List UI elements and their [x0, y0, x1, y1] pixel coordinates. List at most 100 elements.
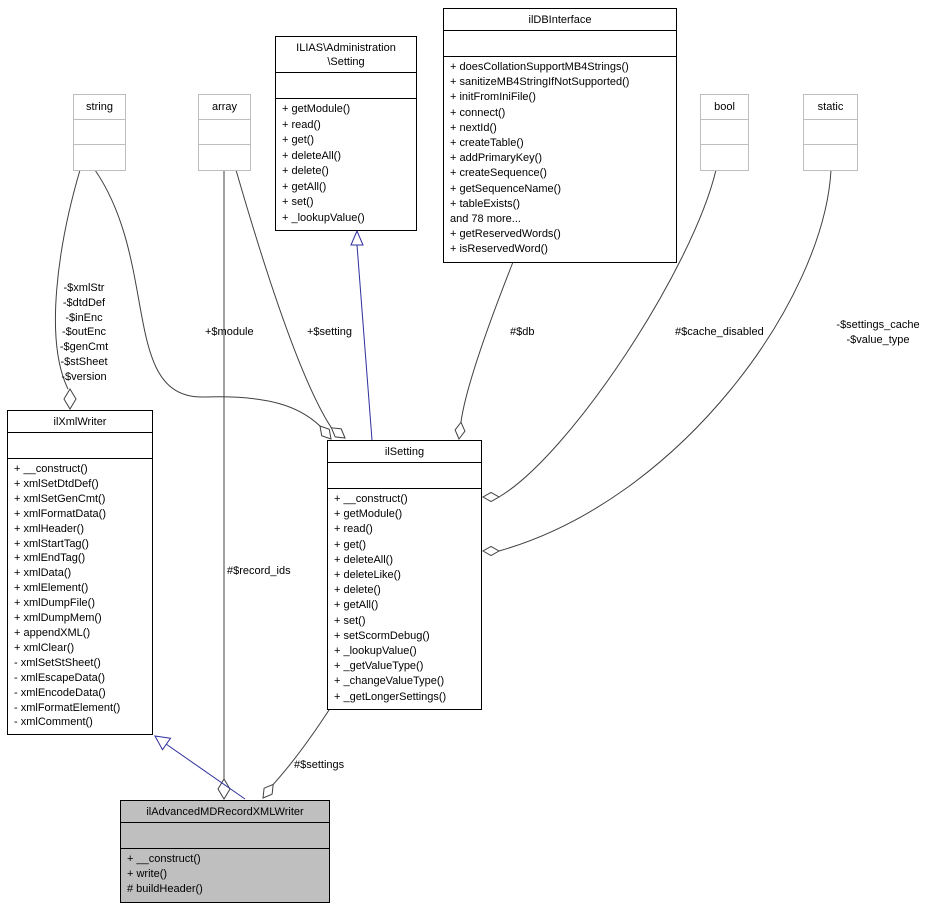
list-item: + connect(): [450, 106, 506, 119]
list-item: + nextId(): [450, 121, 497, 134]
class-title: array: [199, 95, 250, 120]
class-title: string: [74, 95, 125, 120]
list-item: + setScormDebug(): [334, 629, 430, 642]
generalization-arrow: [350, 229, 364, 246]
methods-list: + doesCollationSupportMB4Strings()+ sani…: [444, 57, 676, 262]
list-item: -$inEnc: [65, 311, 103, 324]
list-item: + _changeValueType(): [334, 675, 445, 688]
class-title: ilDBInterface: [444, 9, 676, 31]
list-item: + xmlStartTag(): [14, 537, 89, 550]
list-item: -$version: [61, 370, 107, 383]
methods-compartment: [804, 145, 857, 170]
list-item: + getAll(): [334, 599, 379, 612]
aggregation-diamond: [454, 421, 466, 440]
methods-list: + __construct()+ getModule()+ read()+ ge…: [328, 489, 481, 709]
list-item: + appendXML(): [14, 626, 91, 639]
list-item: + xmlDumpFile(): [14, 597, 95, 610]
class-title-line: \Setting: [327, 56, 365, 68]
list-item: + addPrimaryKey(): [450, 152, 543, 165]
list-item: + deleteLike(): [334, 569, 401, 582]
list-item: + xmlSetDtdDef(): [14, 477, 99, 490]
attributes-compartment: [74, 120, 125, 145]
methods-compartment: [74, 145, 125, 170]
list-item: -$stSheet: [60, 355, 108, 368]
class-box-ilias-administration-setting[interactable]: ILIAS\Administration \Setting + getModul…: [275, 36, 417, 231]
methods-list: + getModule()+ read()+ get()+ deleteAll(…: [276, 99, 416, 230]
list-item: - xmlSetStSheet(): [14, 656, 101, 669]
list-item: + delete(): [334, 584, 381, 597]
attributes-compartment: [8, 433, 152, 459]
list-item: + doesCollationSupportMB4Strings(): [450, 61, 629, 73]
edge-label-setting: +$setting: [307, 326, 352, 338]
list-item: + getReservedWords(): [450, 228, 561, 241]
attributes-compartment: [328, 463, 481, 489]
methods-compartment: [199, 145, 250, 170]
class-title: ilSetting: [328, 441, 481, 463]
list-item: + tableExists(): [450, 197, 520, 210]
list-item: + __construct(): [127, 853, 201, 865]
aggregation-diamond: [481, 491, 501, 503]
list-item: + _getValueType(): [334, 660, 424, 673]
class-box-string: string: [73, 94, 126, 171]
class-box-static: static: [803, 94, 858, 171]
list-item: + read(): [282, 118, 321, 131]
attributes-compartment: [804, 120, 857, 145]
list-item: - xmlFormatElement(): [14, 701, 121, 714]
attributes-compartment: [701, 120, 748, 145]
list-item: + xmlDumpMem(): [14, 612, 102, 625]
edge-label-string-ilxmlwriter-members: -$xmlStr-$dtdDef-$inEnc-$outEnc-$genCmt-…: [46, 281, 122, 385]
list-item: + __construct(): [334, 493, 408, 505]
aggregation-diamond: [63, 388, 77, 410]
class-title: static: [804, 95, 857, 120]
list-item: + deleteAll(): [334, 553, 394, 566]
class-title: ilAdvancedMDRecordXMLWriter: [121, 801, 329, 823]
list-item: -$value_type: [846, 333, 910, 346]
list-item: + getModule(): [282, 103, 351, 115]
list-item: + set(): [334, 614, 366, 627]
attributes-compartment: [276, 73, 416, 99]
class-box-ilxmlwriter[interactable]: ilXmlWriter + __construct()+ xmlSetDtdDe…: [7, 410, 153, 736]
list-item: and 78 more...: [450, 213, 521, 226]
list-item: + xmlFormatData(): [14, 507, 106, 520]
list-item: - xmlEncodeData(): [14, 686, 106, 699]
list-item: - xmlEscapeData(): [14, 671, 106, 684]
list-item: + xmlClear(): [14, 641, 75, 654]
list-item: -$settings_cache: [836, 319, 920, 331]
class-box-iladvancedmdrecordxmlwriter: ilAdvancedMDRecordXMLWriter + __construc…: [120, 800, 330, 903]
aggregation-diamond: [262, 783, 274, 799]
attributes-compartment: [121, 823, 329, 849]
list-item: + _getLongerSettings(): [334, 690, 447, 703]
methods-compartment: [701, 145, 748, 170]
list-item: -$xmlStr: [63, 282, 105, 294]
aggregation-diamond: [217, 778, 231, 800]
edge-label-settings-member: #$settings: [294, 759, 345, 771]
class-box-ildbinterface[interactable]: ilDBInterface + doesCollationSupportMB4S…: [443, 8, 677, 263]
list-item: + createSequence(): [450, 167, 547, 180]
class-title-line: ILIAS\Administration: [296, 42, 396, 54]
class-title: bool: [701, 95, 748, 120]
edge-main-ilxmlwriter: [165, 743, 246, 800]
edge-label-cache-disabled: #$cache_disabled: [675, 326, 764, 338]
edge-ilsetting-iliassetting: [356, 244, 373, 441]
aggregation-diamond: [330, 427, 346, 439]
list-item: -$outEnc: [61, 326, 107, 339]
class-box-array: array: [198, 94, 251, 171]
aggregation-diamond: [319, 425, 332, 440]
list-item: + get(): [282, 134, 315, 146]
edge-label-record-ids: #$record_ids: [227, 565, 291, 577]
aggregation-diamond: [481, 545, 501, 557]
list-item: - xmlComment(): [14, 716, 93, 729]
list-item: + getSequenceName(): [450, 182, 561, 195]
list-item: + initFromIniFile(): [450, 91, 536, 104]
list-item: + get(): [334, 538, 367, 551]
class-title: ILIAS\Administration \Setting: [276, 37, 416, 73]
class-box-ilsetting[interactable]: ilSetting + __construct()+ getModule()+ …: [327, 440, 482, 710]
list-item: + xmlEndTag(): [14, 552, 86, 565]
list-item: + delete(): [282, 165, 329, 177]
list-item: + read(): [334, 523, 373, 536]
methods-list: + __construct()+ xmlSetDtdDef()+ xmlSetG…: [8, 459, 152, 734]
class-box-bool: bool: [700, 94, 749, 171]
list-item: + xmlHeader(): [14, 522, 84, 535]
list-item: + set(): [282, 196, 314, 208]
